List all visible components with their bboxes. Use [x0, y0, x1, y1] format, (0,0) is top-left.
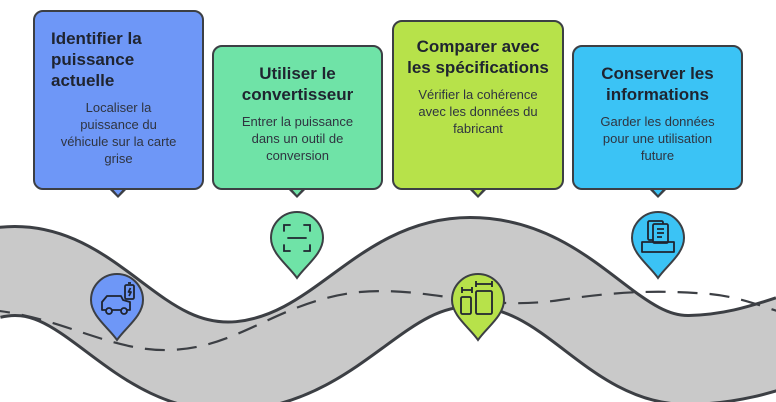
- marker-4: [630, 211, 686, 280]
- step-title-2: Utiliser le convertisseur: [241, 64, 354, 104]
- step-description-3: Vérifier la cohérence avec les données d…: [418, 87, 538, 136]
- step-title-1: Identifier la puissance actuelle: [51, 29, 142, 90]
- step-title-3: Comparer avec les spécifications: [407, 37, 549, 77]
- archive-documents-icon: [641, 220, 675, 253]
- step-description-2: Entrer la puissance dans un outil de con…: [241, 114, 354, 163]
- compare-measure-icon: [460, 281, 493, 315]
- step-card-4: Conserver les informations Garder les do…: [572, 45, 743, 190]
- electric-car-icon: [101, 282, 135, 315]
- step-description-1: Localiser la puissance du véhicule sur l…: [60, 100, 177, 166]
- step-card-3: Comparer avec les spécifications Vérifie…: [392, 20, 564, 190]
- step-title-4: Conserver les informations: [601, 64, 714, 104]
- step-card-2: Utiliser le convertisseur Entrer la puis…: [212, 45, 383, 190]
- marker-3: [450, 273, 506, 342]
- road-surface: [0, 218, 776, 402]
- marker-1: [89, 273, 145, 342]
- road-center-line: [0, 290, 776, 352]
- step-description-4: Garder les données pour une utilisation …: [600, 114, 715, 163]
- step-card-1: Identifier la puissance actuelle Localis…: [33, 10, 204, 190]
- marker-2: [269, 211, 325, 280]
- scan-frame-icon: [283, 224, 311, 252]
